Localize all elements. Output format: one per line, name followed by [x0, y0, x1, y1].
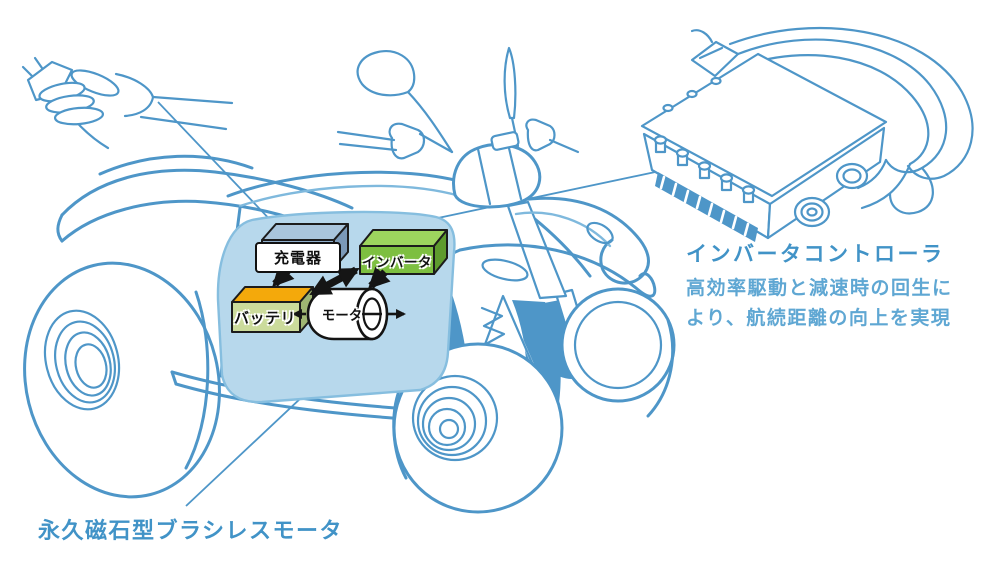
- device-bolts: [653, 76, 756, 204]
- charging-hand: [21, 56, 234, 150]
- arrow-battery-inverter: [309, 266, 360, 297]
- right-mirror: [503, 46, 517, 120]
- motor-annotation: 永久磁石型ブラシレスモータ: [38, 519, 344, 544]
- handlebar-group: [336, 46, 580, 209]
- left-grip: [388, 122, 426, 160]
- inverter-label: インバータ: [362, 255, 432, 271]
- motor-label: モータ: [321, 307, 363, 324]
- leader-plug-to-charger: [157, 101, 277, 227]
- device-connectors: [793, 162, 869, 228]
- leader-inverter-to-controller: [437, 170, 661, 219]
- headlight-pod: [452, 143, 542, 209]
- charger-label: 充電器: [255, 242, 341, 273]
- controller-annotation: インバータコントローラ 高効率駆動と減速時の回生に より、航続距離の向上を実現: [686, 238, 953, 333]
- controller-annotation-line1: 高効率駆動と減速時の回生に: [686, 277, 953, 299]
- controller-device: [640, 26, 974, 242]
- battery-label: バッテリ: [233, 308, 296, 327]
- device-top-connector: [690, 40, 740, 78]
- controller-annotation-line2: より、航続距離の向上を実現: [686, 307, 952, 329]
- rear-wheel: [23, 261, 221, 499]
- left-mirror: [356, 50, 416, 97]
- battery-box: [231, 286, 314, 333]
- device-fins: [655, 172, 758, 242]
- controller-annotation-title: インバータコントローラ: [686, 242, 945, 266]
- far-front-wheel: [560, 287, 676, 418]
- inverter-box: [359, 229, 448, 275]
- seat-and-body: [170, 170, 592, 422]
- arrow-inverter-to-motor: [367, 266, 391, 290]
- right-grip: [525, 118, 556, 152]
- front-wheel: [392, 342, 564, 514]
